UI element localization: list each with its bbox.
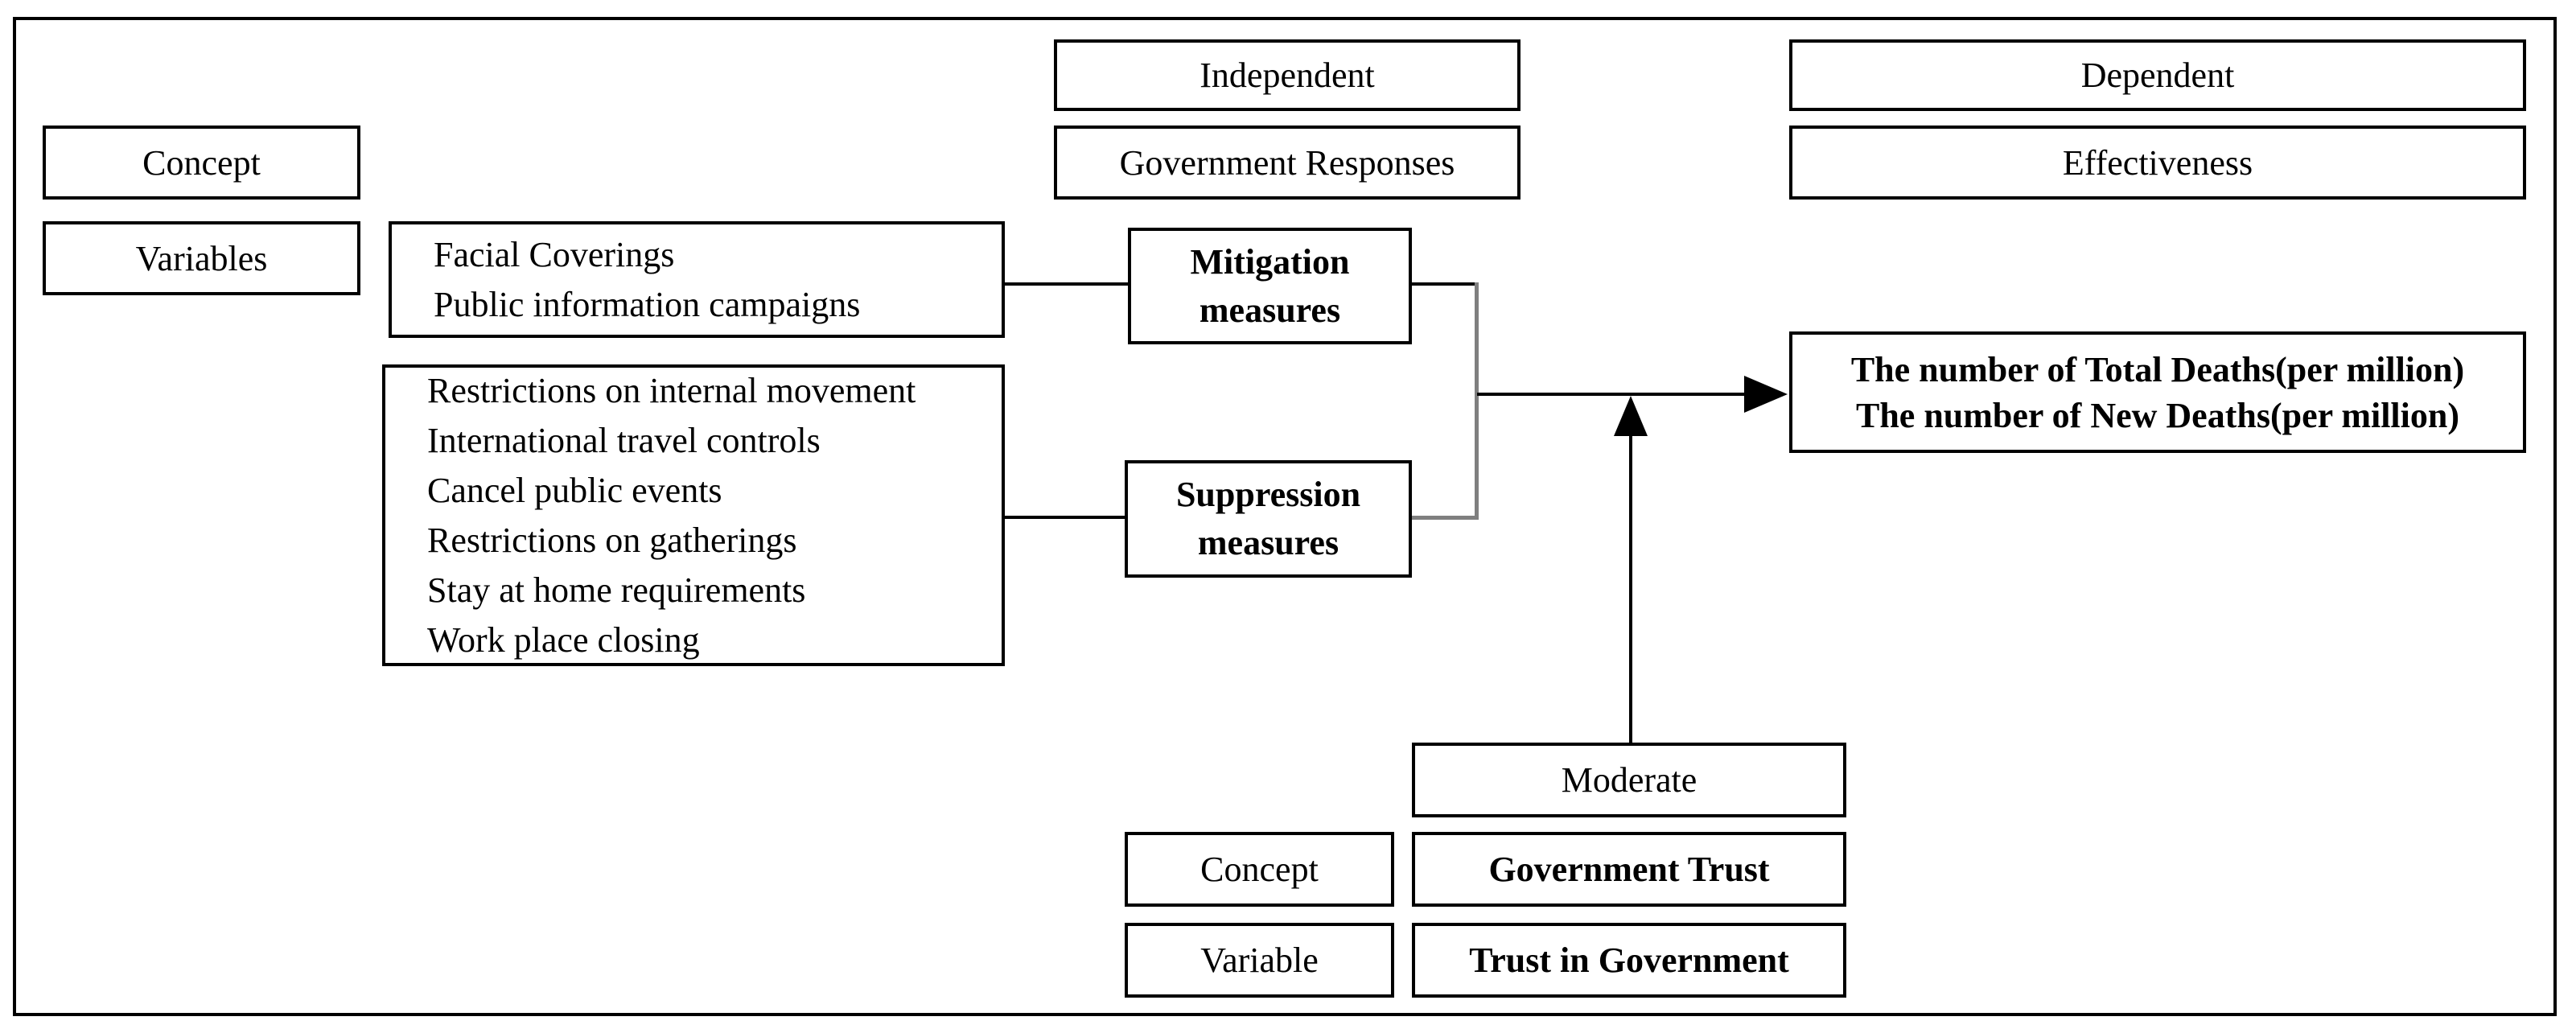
moderator-concept-label-text: Concept <box>1200 850 1319 889</box>
connector-restrictions-to-suppression <box>1005 516 1125 519</box>
connector-gray-vertical <box>1475 282 1479 520</box>
trust-in-government-box: Trust in Government <box>1412 923 1846 998</box>
suppression-measures-box: Suppression measures <box>1125 460 1412 578</box>
government-trust-text: Government Trust <box>1488 850 1770 889</box>
connector-mitigation-stub <box>1412 282 1478 286</box>
moderate-role-text: Moderate <box>1561 760 1697 800</box>
independent-role-box: Independent <box>1054 39 1520 111</box>
dependent-role-text: Dependent <box>2080 56 2235 95</box>
moderator-concept-label-box: Concept <box>1125 832 1394 907</box>
row-label-variables-text: Variables <box>135 238 268 278</box>
mitigation-measures-box: Mitigation measures <box>1128 228 1412 344</box>
arrowhead-right-icon <box>1744 376 1788 413</box>
dependent-role-box: Dependent <box>1789 39 2526 111</box>
trust-in-government-text: Trust in Government <box>1469 941 1789 980</box>
government-responses-text: Government Responses <box>1119 142 1455 183</box>
mitigation-measures-line2: measures <box>1199 290 1341 330</box>
mitigation-variable-2: Public information campaigns <box>434 284 861 324</box>
mitigation-variable-1: Facial Coverings <box>434 234 675 274</box>
suppression-variable-6: Work place closing <box>427 619 700 660</box>
row-label-concept-text: Concept <box>142 142 261 183</box>
effectiveness-box: Effectiveness <box>1789 126 2526 200</box>
government-trust-box: Government Trust <box>1412 832 1846 907</box>
suppression-measures-line2: measures <box>1197 523 1339 562</box>
arrowhead-up-icon <box>1614 396 1648 436</box>
suppression-variable-1: Restrictions on internal movement <box>427 370 916 410</box>
effectiveness-text: Effectiveness <box>2062 142 2253 183</box>
suppression-variables-box: Restrictions on internal movement Intern… <box>382 364 1005 666</box>
mitigation-variables-box: Facial Coverings Public information camp… <box>389 221 1005 338</box>
suppression-variable-3: Cancel public events <box>427 470 722 510</box>
mitigation-measures-line1: Mitigation <box>1190 241 1350 282</box>
suppression-variable-5: Stay at home requirements <box>427 570 806 610</box>
suppression-variable-2: International travel controls <box>427 420 821 460</box>
total-deaths-text: The number of Total Deaths(per million) <box>1850 349 2465 389</box>
moderator-variable-label-box: Variable <box>1125 923 1394 998</box>
independent-role-text: Independent <box>1200 56 1375 95</box>
connector-facial-to-mitigation <box>1005 282 1128 286</box>
moderate-role-box: Moderate <box>1412 743 1846 817</box>
suppression-measures-line1: Suppression <box>1175 475 1361 514</box>
connector-suppression-stub-gray <box>1412 516 1479 520</box>
moderator-variable-label-text: Variable <box>1200 941 1319 980</box>
row-label-concept: Concept <box>43 126 360 200</box>
moderator-arrow-line <box>1629 434 1632 743</box>
new-deaths-text: The number of New Deaths(per million) <box>1855 395 2460 435</box>
deaths-outcome-box: The number of Total Deaths(per million) … <box>1789 331 2526 453</box>
row-label-variables: Variables <box>43 221 360 295</box>
suppression-variable-4: Restrictions on gatherings <box>427 520 797 560</box>
main-effect-arrow-line <box>1477 393 1746 396</box>
government-responses-box: Government Responses <box>1054 126 1520 200</box>
